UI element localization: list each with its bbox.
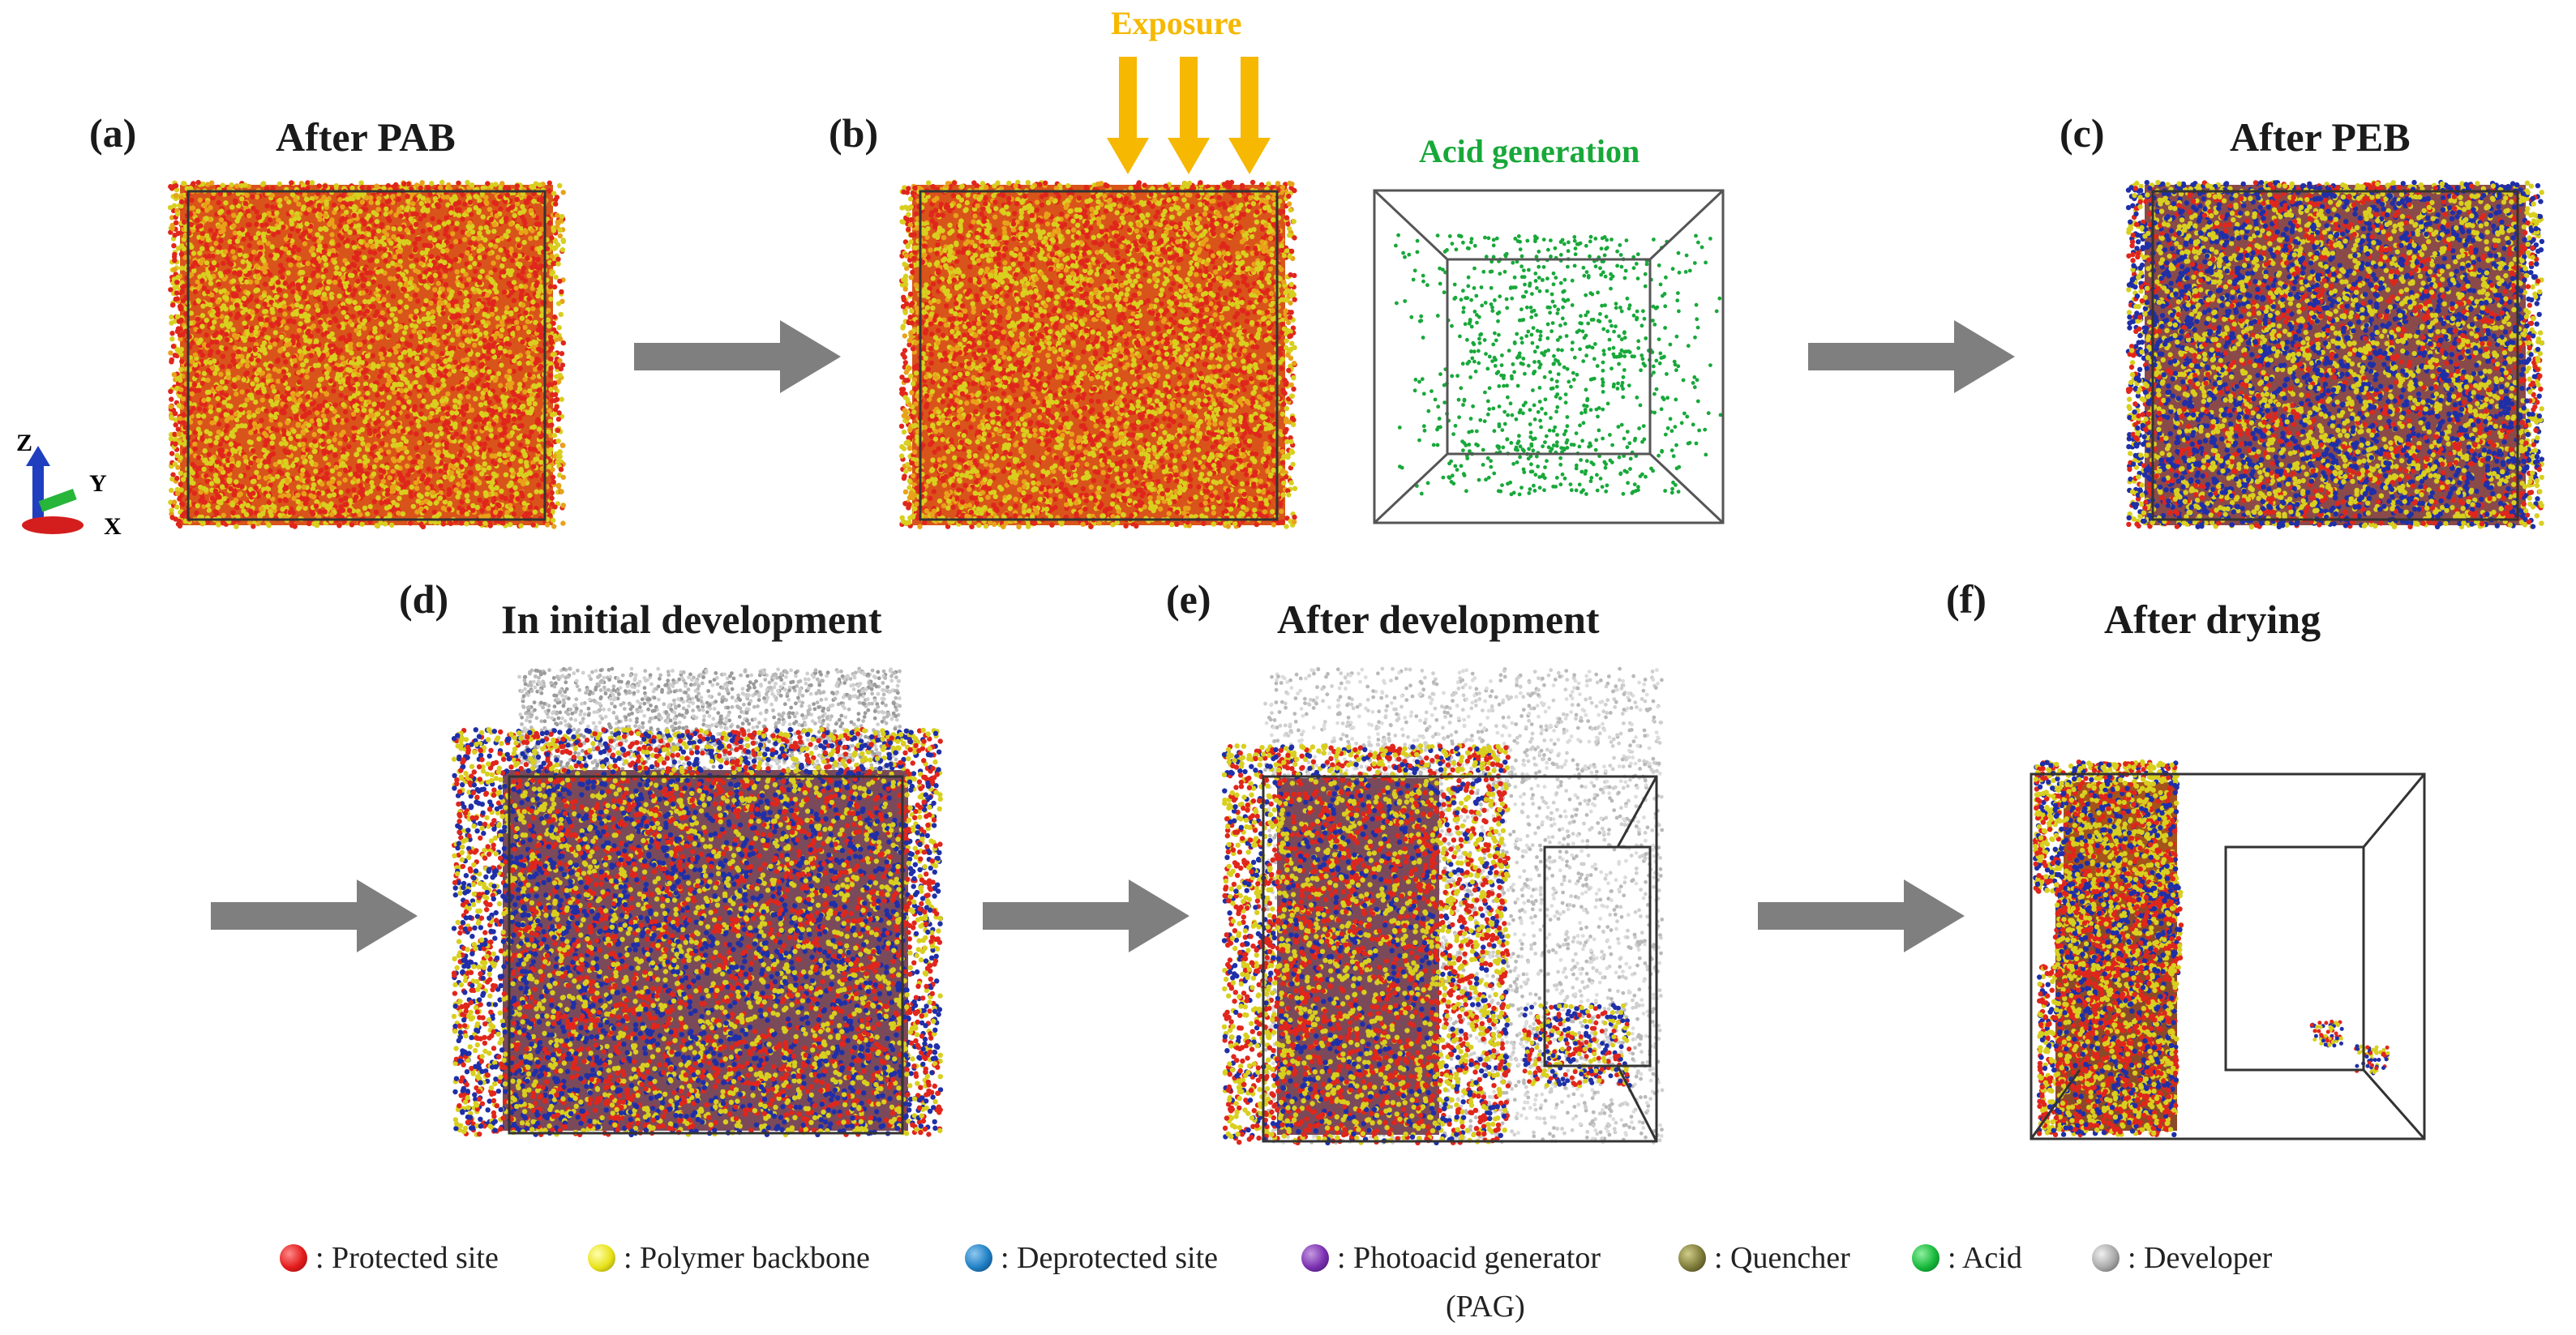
legend-pag-sub: (PAG) bbox=[1446, 1289, 1525, 1324]
gray-dot-icon bbox=[2092, 1244, 2120, 1272]
panel-b-letter: (b) bbox=[829, 109, 878, 156]
green-dot-icon bbox=[1912, 1244, 1940, 1272]
legend-label: : Acid bbox=[1948, 1241, 2022, 1275]
axis-x-label: X bbox=[104, 513, 122, 541]
arrow-a-to-b bbox=[634, 320, 841, 393]
blue-dot-icon bbox=[965, 1244, 992, 1272]
arrow-e-to-f bbox=[1758, 879, 1965, 952]
axis-z-label: Z bbox=[16, 430, 32, 457]
legend-item-acid: : Acid bbox=[1912, 1240, 2022, 1276]
exposure-arrows bbox=[1107, 57, 1271, 174]
panel-c-letter: (c) bbox=[2060, 109, 2105, 156]
arrow-c-to-d bbox=[211, 879, 418, 952]
axis-triad: Z Y X bbox=[16, 430, 138, 543]
axis-y-label: Y bbox=[89, 470, 107, 498]
acid-generation-box bbox=[1373, 189, 1725, 524]
purple-dot-icon bbox=[1301, 1244, 1329, 1272]
panel-d-title: In initial development bbox=[501, 596, 881, 643]
legend-label: : Photoacid generator bbox=[1337, 1241, 1601, 1275]
legend-item-polymer-backbone: : Polymer backbone bbox=[588, 1240, 870, 1276]
box-outlines bbox=[186, 190, 2519, 1143]
legend-label: : Protected site bbox=[315, 1241, 499, 1275]
exposure-label: Exposure bbox=[1111, 4, 1242, 42]
panel-f-title: After drying bbox=[2104, 596, 2321, 643]
panel-f-letter: (f) bbox=[1946, 576, 1987, 623]
legend-label: : Deprotected site bbox=[1001, 1241, 1218, 1275]
panel-d-letter: (d) bbox=[399, 576, 448, 623]
legend-item-deprotected-site: : Deprotected site bbox=[965, 1240, 1218, 1276]
panel-e-letter: (e) bbox=[1166, 576, 1211, 623]
legend-item-pag: : Photoacid generator bbox=[1301, 1240, 1601, 1276]
arrow-b-to-c bbox=[1808, 320, 2015, 393]
panel-a-letter: (a) bbox=[89, 109, 136, 156]
legend-item-protected-site: : Protected site bbox=[280, 1240, 499, 1276]
arrow-d-to-e bbox=[983, 879, 1189, 952]
legend-label: : Polymer backbone bbox=[624, 1241, 870, 1275]
yellow-dot-icon bbox=[588, 1244, 615, 1272]
legend-label: : Developer bbox=[2128, 1241, 2272, 1275]
legend-item-developer: : Developer bbox=[2092, 1240, 2272, 1276]
panel-c-title: After PEB bbox=[2230, 113, 2411, 160]
olive-dot-icon bbox=[1678, 1244, 1706, 1272]
red-dot-icon bbox=[280, 1244, 307, 1272]
panel-a-title: After PAB bbox=[276, 113, 456, 160]
panel-e-title: After development bbox=[1277, 596, 1600, 643]
acid-generation-title: Acid generation bbox=[1419, 132, 1639, 170]
legend-item-quencher: : Quencher bbox=[1678, 1240, 1850, 1276]
legend-label: : Quencher bbox=[1714, 1241, 1850, 1275]
